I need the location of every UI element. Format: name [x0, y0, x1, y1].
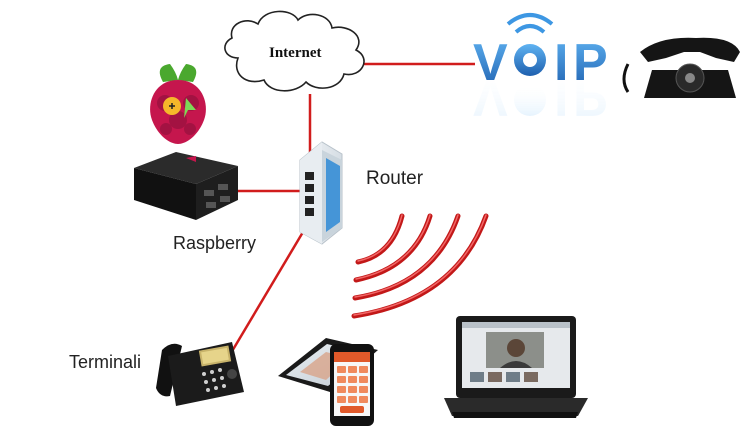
ip-desk-phone-icon: [156, 342, 244, 406]
link-router-phone: [226, 231, 305, 359]
svg-text:V: V: [473, 34, 508, 92]
svg-text:V: V: [473, 68, 508, 126]
svg-text:P: P: [573, 34, 608, 92]
laptop-icon: [444, 316, 588, 418]
terminali-label: Terminali: [69, 352, 142, 372]
internet-label: Internet: [269, 45, 322, 61]
smartphone-icon: [330, 344, 374, 426]
raspberry-label: Raspberry: [173, 233, 257, 253]
svg-text:I: I: [554, 68, 568, 126]
cloud-icon: [224, 10, 365, 92]
voip-logo-icon: V I P V I P: [473, 13, 608, 126]
connection-lines: [226, 62, 475, 359]
router-label: Router: [366, 168, 424, 189]
router-icon: [299, 141, 343, 245]
raspberry-pi-logo-icon: [150, 64, 206, 144]
rotary-phone-icon: [622, 37, 740, 98]
wifi-signal-icon: [351, 213, 489, 319]
svg-text:P: P: [573, 68, 608, 126]
raspberry-pi-case-icon: [134, 152, 238, 220]
svg-text:I: I: [554, 34, 568, 92]
